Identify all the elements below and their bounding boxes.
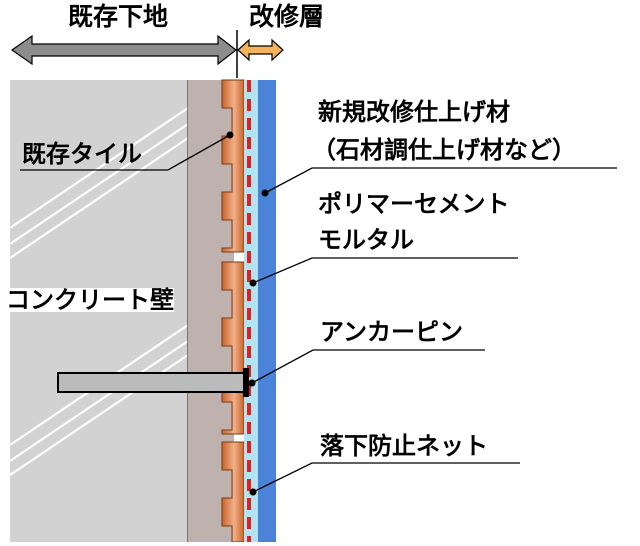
- anchor-pin-head: [243, 368, 249, 397]
- label-polymer-cement-line1: ポリマーセメント: [318, 190, 510, 218]
- label-concrete-wall: コンクリート壁: [6, 286, 174, 314]
- label-fall-prevention-net: 落下防止ネット: [320, 432, 488, 460]
- tile-1: [221, 79, 245, 253]
- header-renovation-layer: 改修層: [249, 2, 325, 31]
- leader-lines: [20, 134, 617, 493]
- finish-material-layer: [258, 80, 276, 542]
- label-polymer-cement-line2: モルタル: [318, 226, 414, 254]
- anchor-pin: [57, 372, 247, 393]
- label-finish-material-line1: 新規改修仕上げ材: [318, 98, 510, 126]
- label-anchor-pin: アンカーピン: [320, 318, 464, 346]
- label-finish-material-line2: （石材調仕上げ材など）: [312, 136, 576, 164]
- leader-dots: [226, 131, 269, 496]
- label-existing-tile: 既存タイル: [22, 140, 142, 168]
- header-existing-base: 既存下地: [68, 2, 169, 31]
- renovation-layer-span-arrow: [237, 38, 284, 62]
- existing-base-span-arrow: [10, 34, 237, 66]
